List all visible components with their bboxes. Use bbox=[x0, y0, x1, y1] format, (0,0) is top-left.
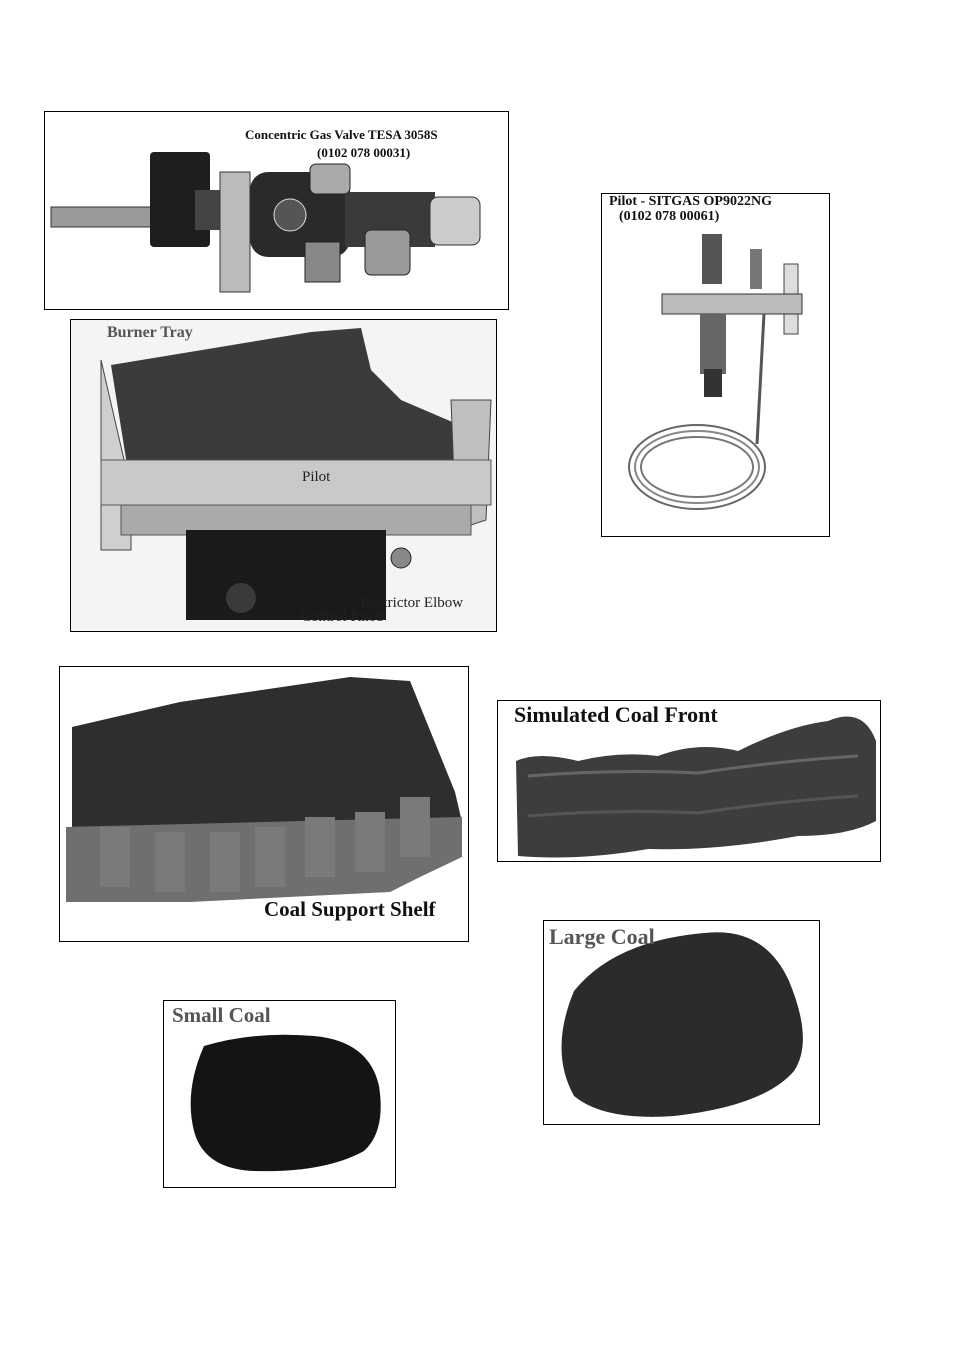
gas-valve-photo bbox=[50, 152, 481, 293]
simulated-coal-front-panel: Simulated Coal Front bbox=[497, 700, 881, 862]
coal-support-shelf-panel: Coal Support Shelf bbox=[59, 666, 469, 942]
pilot-photo bbox=[628, 234, 803, 510]
burner-tray-photo bbox=[71, 320, 496, 631]
pilot-title: Pilot - SITGAS OP9022NG bbox=[609, 194, 772, 209]
pilot-part-number: (0102 078 00061) bbox=[619, 209, 720, 224]
large-coal-photo bbox=[561, 932, 803, 1117]
large-coal-panel: Large Coal bbox=[543, 920, 820, 1125]
small-coal-panel: Small Coal bbox=[163, 1000, 396, 1188]
simulated-coal-front-title: Simulated Coal Front bbox=[514, 702, 718, 727]
simulated-coal-front-photo bbox=[516, 716, 876, 858]
pilot-callout: Pilot bbox=[302, 469, 331, 485]
coal-support-shelf-title: Coal Support Shelf bbox=[264, 897, 436, 921]
small-coal-photo bbox=[190, 1034, 381, 1172]
coal-support-shelf-photo bbox=[66, 677, 462, 902]
small-coal-title: Small Coal bbox=[172, 1003, 271, 1027]
gas-valve-title: Concentric Gas Valve TESA 3058S bbox=[245, 127, 438, 142]
burner-tray-panel: Burner Tray Pilot Restrictor Elbow Contr… bbox=[70, 319, 497, 632]
pilot-panel: Pilot - SITGAS OP9022NG (0102 078 00061) bbox=[601, 193, 830, 537]
gas-valve-part-number: (0102 078 00031) bbox=[317, 145, 411, 160]
restrictor-elbow-callout: Restrictor Elbow bbox=[361, 595, 464, 611]
gas-valve-panel: Concentric Gas Valve TESA 3058S (0102 07… bbox=[44, 111, 509, 310]
large-coal-title: Large Coal bbox=[549, 924, 655, 949]
control-knob-callout: Control Knob bbox=[301, 609, 384, 625]
burner-tray-title: Burner Tray bbox=[107, 324, 193, 341]
